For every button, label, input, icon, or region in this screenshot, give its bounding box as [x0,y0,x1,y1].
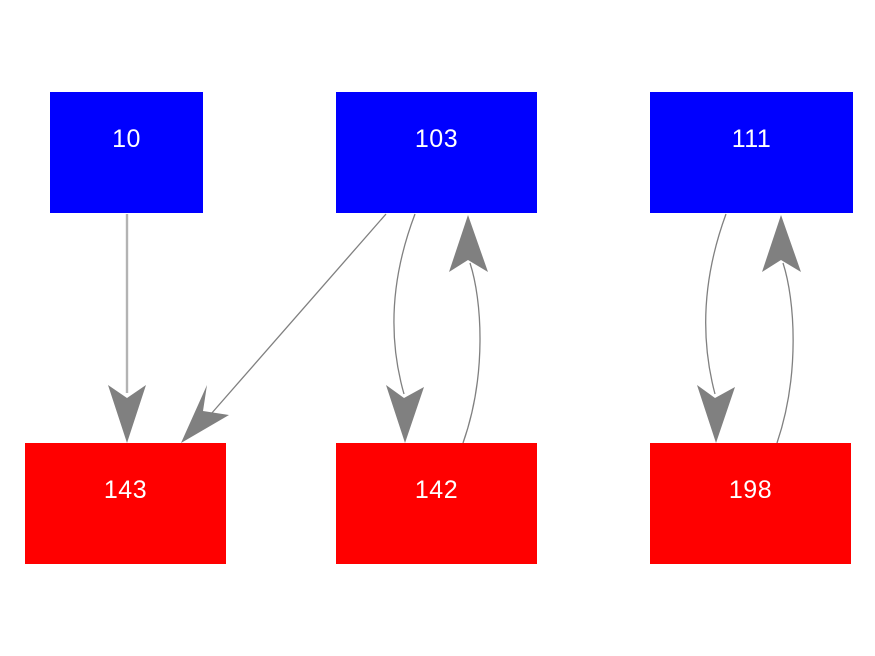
node-label: 10 [112,125,141,153]
node-111[interactable]: 111 [650,92,853,213]
edge-142-to-103 [449,215,488,444]
edge-198-to-111 [762,215,801,444]
edge-103-to-142 [386,213,424,443]
node-142[interactable]: 142 [336,443,537,564]
edge-111-to-198 [697,213,735,443]
node-label: 143 [103,476,148,504]
node-label: 103 [414,125,459,153]
node-143[interactable]: 143 [25,443,226,564]
node-label: 198 [728,476,773,504]
node-10[interactable]: 10 [50,92,203,213]
node-198[interactable]: 198 [650,443,851,564]
edge-10-to-143 [108,214,146,443]
node-label: 111 [731,125,772,153]
node-103[interactable]: 103 [336,92,537,213]
edge-103-to-143 [181,213,387,443]
node-label: 142 [414,476,459,504]
